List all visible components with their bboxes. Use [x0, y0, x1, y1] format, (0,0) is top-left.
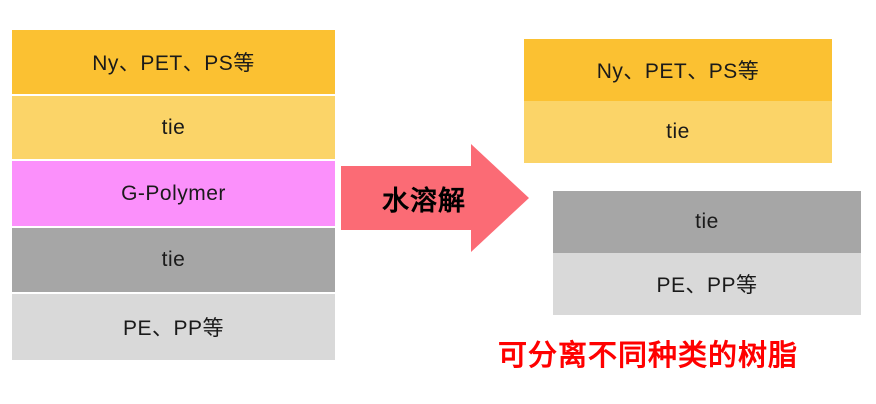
- layer-pe-pp-left: PE、PP等: [12, 294, 335, 360]
- multilayer-film-before-stack: Ny、PET、PS等 tie G-Polymer tie PE、PP等: [12, 30, 335, 360]
- process-arrow-group: 水溶解: [341, 144, 529, 252]
- layer-label: Ny、PET、PS等: [92, 52, 255, 75]
- layer-label: tie: [695, 210, 719, 233]
- layer-ny-pet-ps-right: Ny、PET、PS等: [524, 39, 832, 101]
- layer-tie-upper-left: tie: [12, 96, 335, 159]
- layer-label: PE、PP等: [122, 317, 225, 340]
- process-arrow-label: 水溶解: [382, 185, 466, 216]
- layer-tie-upper-right: tie: [524, 101, 832, 163]
- layer-label: tie: [161, 248, 186, 271]
- separated-film-upper-stack: Ny、PET、PS等 tie: [524, 39, 832, 163]
- layer-tie-lower-right: tie: [553, 191, 861, 253]
- separated-film-lower-stack: tie PE、PP等: [553, 191, 861, 315]
- result-caption: 可分离不同种类的树脂: [498, 340, 799, 372]
- layer-label: tie: [161, 115, 186, 139]
- right-arrow-icon: [341, 144, 529, 252]
- layer-tie-lower-left: tie: [12, 228, 335, 292]
- layer-label: tie: [666, 120, 690, 143]
- layer-label: Ny、PET、PS等: [596, 60, 760, 83]
- layer-g-polymer: G-Polymer: [12, 161, 335, 226]
- layer-label: G-Polymer: [121, 181, 226, 205]
- layer-label: PE、PP等: [656, 274, 758, 297]
- layer-pe-pp-right: PE、PP等: [553, 253, 861, 315]
- layer-ny-pet-ps-left: Ny、PET、PS等: [12, 30, 335, 94]
